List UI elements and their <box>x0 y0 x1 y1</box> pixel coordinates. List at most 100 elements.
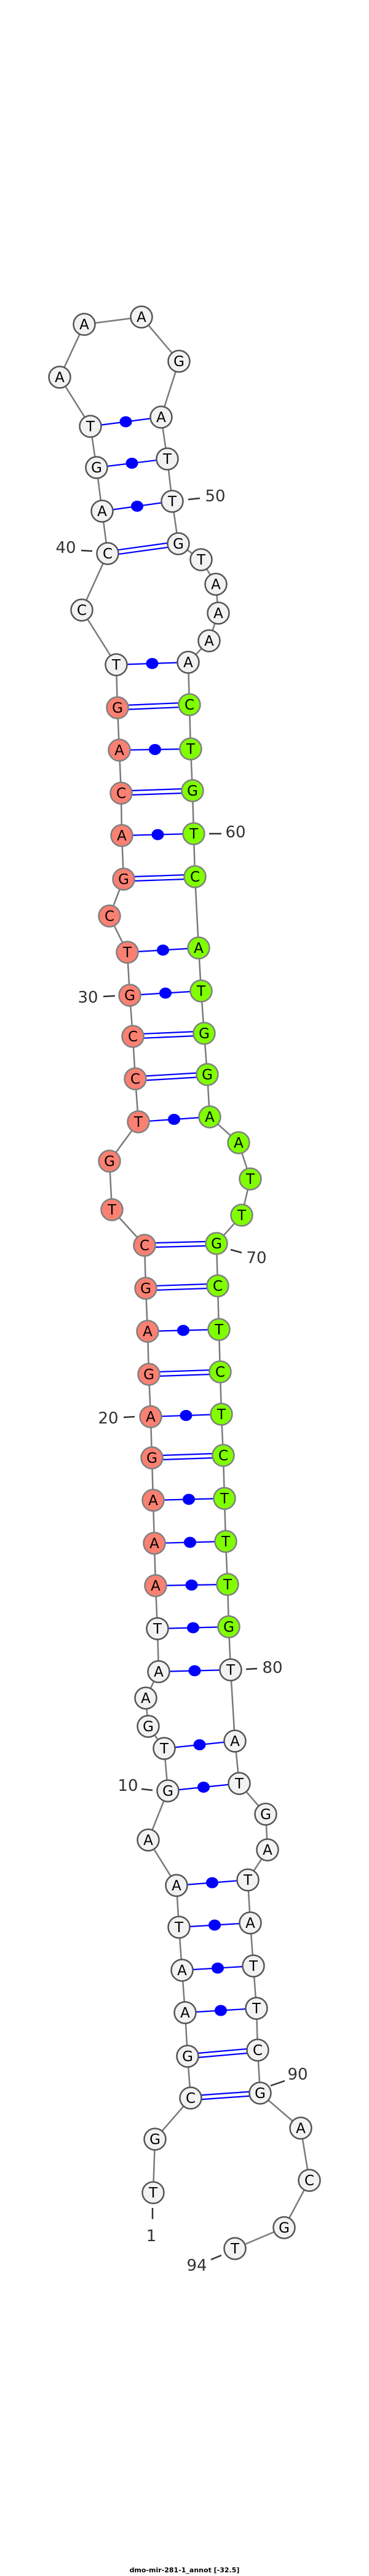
nucleotide-letter: T <box>243 1873 253 1889</box>
pair-bond-line <box>135 1076 208 1082</box>
nucleotide-4: G <box>176 2045 199 2068</box>
nucleotide-letter: G <box>182 2049 193 2065</box>
base-pair <box>123 874 196 882</box>
nucleotide-letter: C <box>128 1029 138 1045</box>
nucleotide-circle <box>147 1660 170 1683</box>
nucleotide-letter: C <box>190 869 200 885</box>
nucleotide-letter: G <box>143 1719 154 1735</box>
nucleotide-circle <box>179 737 202 761</box>
pair-bond-line <box>121 792 193 796</box>
nucleotide-letter: T <box>196 552 206 568</box>
nucleotide-43: T <box>79 415 102 438</box>
position-tick <box>141 1788 153 1791</box>
nucleotide-letter: T <box>245 1172 255 1188</box>
nucleotide-89: C <box>246 2038 269 2062</box>
position-number: 70 <box>246 1249 266 1267</box>
nucleotide-letter: C <box>213 1278 223 1294</box>
nucleotide-letter: A <box>97 504 107 520</box>
nucleotide-letter: T <box>223 1577 232 1593</box>
nucleotide-60: T <box>182 822 205 845</box>
position-label-1: 1 <box>146 2208 157 2245</box>
nucleotide-circle <box>227 1131 250 1154</box>
nucleotide-circle <box>207 1318 231 1341</box>
nucleotide-circle <box>130 305 153 329</box>
nucleotide-circle <box>272 2216 296 2239</box>
position-label-30: 30 <box>77 989 116 1007</box>
nucleotide-circle <box>96 542 119 565</box>
base-pair <box>148 1369 221 1377</box>
nucleotide-62: A <box>187 936 210 960</box>
nucleotide-90: G <box>248 2081 272 2105</box>
nucleotide-letter: A <box>204 633 214 649</box>
nucleotide-circle <box>192 1022 216 1045</box>
nucleotide-letter: G <box>118 872 129 888</box>
nucleotide-circle <box>205 1232 228 1255</box>
structure-title: dmo-mir-281-1_annot [-32.5] <box>129 2566 240 2574</box>
base-pair <box>154 1537 226 1548</box>
nucleotide-circle <box>246 2038 269 2062</box>
nucleotide-circle <box>183 865 207 888</box>
pair-dot-icon <box>197 1782 210 1793</box>
nucleotide-83: G <box>254 1803 277 1826</box>
position-label-80: 80 <box>245 1659 283 1677</box>
nucleotide-10: G <box>156 1779 180 1803</box>
nucleotide-letter: A <box>55 370 65 386</box>
nucleotide-6: A <box>170 1959 194 1982</box>
nucleotide-letter: A <box>234 1135 244 1151</box>
nucleotide-64: G <box>192 1022 216 1045</box>
nucleotide-46: A <box>130 305 153 329</box>
nucleotide-circle <box>179 2086 202 2110</box>
nucleotide-circle <box>121 1025 145 1048</box>
nucleotide-26: G <box>98 1149 121 1173</box>
nucleotide-letter: T <box>237 1208 247 1224</box>
base-pair <box>144 1240 217 1248</box>
nucleotide-circle <box>136 1320 159 1343</box>
nucleotide-circle <box>153 1737 176 1760</box>
pair-dot-icon <box>125 458 138 469</box>
nucleotide-circle <box>182 822 205 845</box>
nucleotide-letter: T <box>248 1959 258 1975</box>
position-number: 30 <box>77 989 98 1007</box>
nucleotide-circle <box>207 601 230 625</box>
nucleotide-67: A <box>227 1131 250 1154</box>
pair-dot-icon <box>188 1665 201 1677</box>
nucleotide-circle <box>167 532 190 555</box>
nucleotide-94: T <box>223 2237 247 2260</box>
nucleotide-letter: G <box>143 1367 154 1383</box>
nucleotide-92: C <box>298 2169 321 2192</box>
nucleotide-35: C <box>109 781 133 805</box>
nucleotide-17: A <box>143 1532 166 1555</box>
base-pair <box>158 1665 231 1677</box>
nucleotide-circle <box>137 1828 160 1852</box>
nucleotide-circle <box>187 936 210 960</box>
position-number: 1 <box>146 2227 157 2245</box>
position-label-70: 70 <box>230 1248 267 1267</box>
base-pair <box>107 541 179 557</box>
nucleotide-letter: T <box>230 2241 240 2257</box>
nucleotide-circle <box>105 653 128 676</box>
position-tick <box>270 2080 285 2087</box>
nucleotide-circle <box>134 1686 157 1710</box>
nucleotide-32: C <box>98 904 121 928</box>
nucleotide-letter: A <box>245 1916 255 1932</box>
pair-bond-line <box>145 1283 218 1287</box>
pair-dot-icon <box>208 1919 221 1931</box>
nucleotide-letter: T <box>220 1491 229 1507</box>
nucleotide-47: G <box>167 350 191 373</box>
nucleotide-circle <box>165 1874 188 1897</box>
nucleotide-letter: A <box>183 655 193 671</box>
nucleotide-circle <box>79 415 102 438</box>
base-pair <box>153 1494 225 1505</box>
nucleotide-52: T <box>189 548 213 571</box>
base-pairs <box>90 416 261 2101</box>
nucleotide-circle <box>204 573 228 596</box>
nucleotide-letter: A <box>177 1963 187 1979</box>
nucleotide-letter: C <box>130 1071 140 1087</box>
nucleotide-80: T <box>219 1658 242 1681</box>
nucleotide-letter: A <box>149 1536 159 1552</box>
nucleotide-86: A <box>239 1911 262 1935</box>
nucleotide-letter: T <box>85 419 95 435</box>
nucleotide-letter: T <box>148 2185 158 2201</box>
pair-bond-line <box>124 878 196 882</box>
